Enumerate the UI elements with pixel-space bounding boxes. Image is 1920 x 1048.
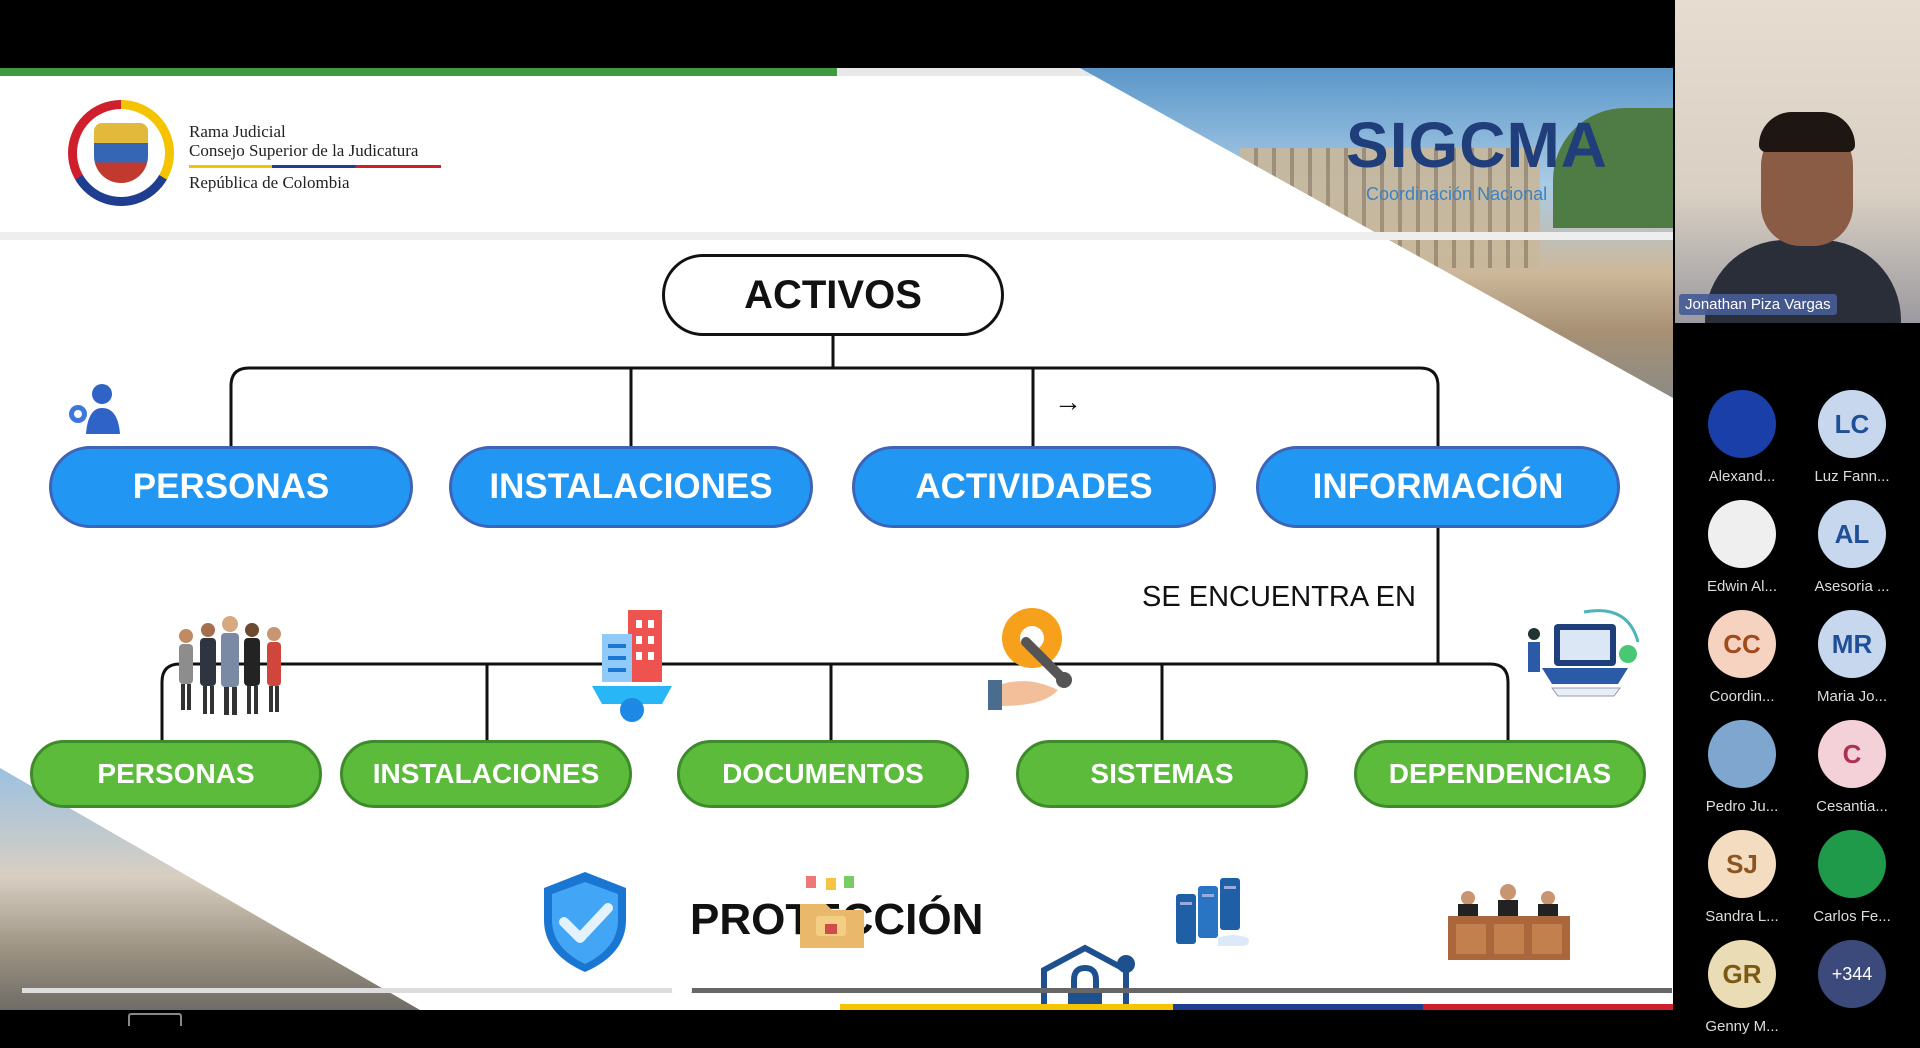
node-documentos: DOCUMENTOS [677,740,969,808]
header-divider [0,232,1673,240]
participant-name: Maria Jo... [1816,688,1888,705]
participant-name: Luz Fann... [1814,468,1890,485]
participant-tile[interactable]: Alexand... [1687,390,1797,498]
mouse-pointer-icon: → [1054,386,1082,417]
node-sistemas: SISTEMAS [1016,740,1308,808]
avatar [1708,390,1776,458]
avatar: MR [1818,610,1886,678]
brand-title: SIGCMA [1346,109,1608,181]
control-button[interactable] [128,1013,182,1026]
coat-of-arms-icon [94,123,148,183]
speaker-name-label: Jonathan Piza Vargas [1679,294,1837,315]
more-participants-tile[interactable]: +344 [1797,940,1907,1048]
participant-name: Genny M... [1705,1018,1779,1035]
node-dependencias: DEPENDENCIAS [1354,740,1646,808]
building-gear-icon [592,610,672,722]
active-speaker-video[interactable]: Jonathan Piza Vargas [1675,0,1920,323]
participant-name: Alexand... [1708,468,1776,485]
node-personas-location: PERSONAS [30,740,322,808]
network-lock-icon [1040,944,1135,1010]
avatar: LC [1818,390,1886,458]
participant-name: Cesantia... [1816,798,1888,815]
avatar: CC [1708,610,1776,678]
participant-name: Asesoria ... [1814,578,1890,595]
team-people-icon [179,616,281,715]
org-country: República de Colombia [189,173,350,192]
participant-tile[interactable]: SJ Sandra L... [1687,830,1797,938]
more-participants-count: +344 [1818,940,1886,1008]
header-accent-bar [0,68,837,76]
judicial-seal-logo [68,100,174,206]
node-instalaciones: INSTALACIONES [449,446,813,528]
tricolor-line [189,165,441,168]
participant-name: Carlos Fe... [1813,908,1891,925]
root-node-activos: ACTIVOS [662,254,1004,336]
participant-tile[interactable]: GR Genny M... [1687,940,1797,1048]
avatar: C [1818,720,1886,788]
participant-name: Edwin Al... [1706,578,1778,595]
node-informacion: INFORMACIÓN [1256,446,1620,528]
participant-tile[interactable]: CC Coordin... [1687,610,1797,718]
video-progress-track[interactable] [22,988,1672,993]
participant-tile[interactable]: AL Asesoria ... [1797,500,1907,608]
participant-tile[interactable]: MR Maria Jo... [1797,610,1907,718]
avatar [1708,500,1776,568]
node-instalaciones-location: INSTALACIONES [340,740,632,808]
org-chart-connectors [160,336,1510,740]
org-name: Rama Judicial [189,122,286,141]
participant-tile[interactable]: Edwin Al... [1687,500,1797,608]
avatar [1708,720,1776,788]
participant-tile[interactable]: C Cesantia... [1797,720,1907,828]
tricolor-footer-bar [840,1004,1673,1010]
brand-subtitle: Coordinación Nacional [1366,184,1548,204]
participant-tile[interactable]: Pedro Ju... [1687,720,1797,828]
server-network-icon [1176,878,1249,946]
participant-name: Sandra L... [1705,908,1779,925]
laptop-document-icon [1528,609,1640,697]
people-gear-icon [69,384,120,434]
folder-lock-icon [800,876,864,948]
node-actividades: ACTIVIDADES [852,446,1216,528]
presentation-slide: Rama Judicial Consejo Superior de la Jud… [0,68,1673,1010]
video-progress-fill [22,988,682,993]
avatar: GR [1708,940,1776,1008]
judges-bench-icon [1448,884,1570,960]
avatar: SJ [1708,830,1776,898]
participant-tile[interactable]: LC Luz Fann... [1797,390,1907,498]
shield-check-icon [544,872,626,972]
connector-label: SE ENCUENTRA EN [1142,581,1416,613]
participant-name: Pedro Ju... [1705,798,1779,815]
hand-wrench-gear-icon [988,608,1072,710]
node-personas: PERSONAS [49,446,413,528]
participant-name: Coordin... [1709,688,1775,705]
org-subtitle: Consejo Superior de la Judicatura [189,141,419,160]
participant-tile[interactable]: Carlos Fe... [1797,830,1907,938]
avatar [1818,830,1886,898]
avatar: AL [1818,500,1886,568]
video-progress-handle[interactable] [672,980,692,1000]
